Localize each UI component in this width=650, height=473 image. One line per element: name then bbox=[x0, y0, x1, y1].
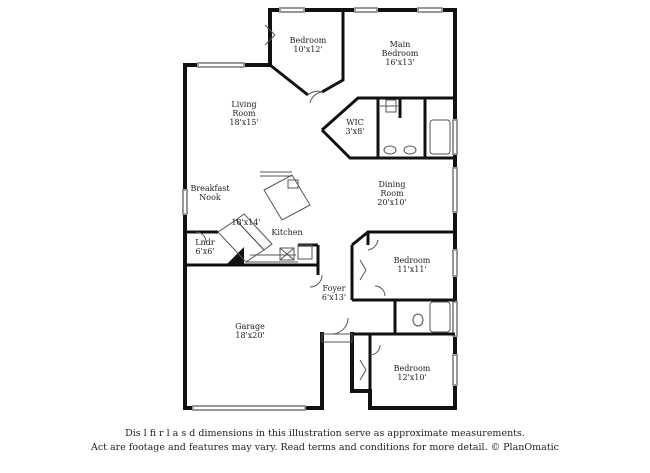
bedroom-lower-name: Bedroom bbox=[393, 364, 431, 373]
wic-label: WIC 3'x8' bbox=[345, 118, 364, 136]
foyer-name: Foyer bbox=[322, 284, 346, 293]
bath-fixtures bbox=[380, 99, 451, 333]
main-bedroom-label: Main Bedroom 16'x13' bbox=[382, 40, 419, 67]
main-bedroom-size: 16'x13' bbox=[385, 58, 415, 67]
wic-name: WIC bbox=[346, 118, 364, 127]
foyer-label: Foyer 6'x13' bbox=[322, 284, 346, 302]
wic-size: 3'x8' bbox=[345, 127, 365, 136]
kitchen-name: Kitchen bbox=[271, 228, 303, 237]
bedroom-lower-label: Bedroom 12'x10' bbox=[394, 364, 431, 382]
laundry-size: 6'x6' bbox=[195, 247, 215, 256]
kitchen-label: Kitchen bbox=[271, 228, 302, 237]
disclaimer: Dis l fi r l a s d dimensions in this il… bbox=[0, 427, 650, 455]
laundry-name: Lndr bbox=[195, 238, 215, 247]
main-bedroom-name2: Bedroom bbox=[381, 49, 419, 58]
front-entry-steps bbox=[321, 333, 353, 343]
door-swings bbox=[195, 24, 386, 381]
breakfast-nook-name2: Nook bbox=[199, 193, 221, 202]
bedroom-mid-size: 11'x11' bbox=[397, 265, 427, 274]
living-room-name2: Room bbox=[232, 109, 256, 118]
exterior-walls bbox=[183, 8, 457, 410]
breakfast-nook-label: Breakfast Nook bbox=[190, 184, 229, 202]
main-bedroom-name: Main bbox=[389, 40, 411, 49]
dining-room-name2: Room bbox=[380, 189, 404, 198]
living-room-name: Living bbox=[231, 100, 257, 109]
living-room-label: Living Room 18'x15' bbox=[229, 100, 258, 127]
living-room-size: 18'x15' bbox=[229, 118, 259, 127]
laundry-label: Lndr 6'x6' bbox=[195, 238, 214, 256]
bedroom-mid-name: Bedroom bbox=[393, 256, 431, 265]
dining-room-label: Dining Room 20'x10' bbox=[377, 180, 406, 207]
garage-label: Garage 18'x20' bbox=[235, 322, 265, 340]
garage-name: Garage bbox=[235, 322, 265, 331]
garage-size: 18'x20' bbox=[235, 331, 265, 340]
breakfast-nook-name: Breakfast bbox=[190, 184, 230, 193]
disclaimer-line-1: Dis l fi r l a s d dimensions in this il… bbox=[125, 428, 525, 439]
bedroom-upper-size: 10'x12' bbox=[293, 45, 323, 54]
dining-room-size: 20'x10' bbox=[377, 198, 407, 207]
disclaimer-line-2: Act are footage and features may vary. R… bbox=[90, 442, 560, 453]
kitchen-size-label: 18'x14' bbox=[231, 218, 260, 227]
bedroom-upper-label: Bedroom 10'x12' bbox=[290, 36, 327, 54]
foyer-size: 6'x13' bbox=[321, 293, 347, 302]
pantry-fill bbox=[226, 247, 244, 265]
kitchen-counters bbox=[217, 171, 313, 263]
bedroom-mid-label: Bedroom 11'x11' bbox=[394, 256, 431, 274]
bedroom-upper-name: Bedroom bbox=[289, 36, 327, 45]
bedroom-lower-size: 12'x10' bbox=[397, 373, 427, 382]
dining-room-name: Dining bbox=[378, 180, 406, 189]
interior-walls bbox=[185, 10, 455, 408]
kitchen-size: 18'x14' bbox=[231, 218, 261, 227]
windows bbox=[182, 7, 458, 411]
